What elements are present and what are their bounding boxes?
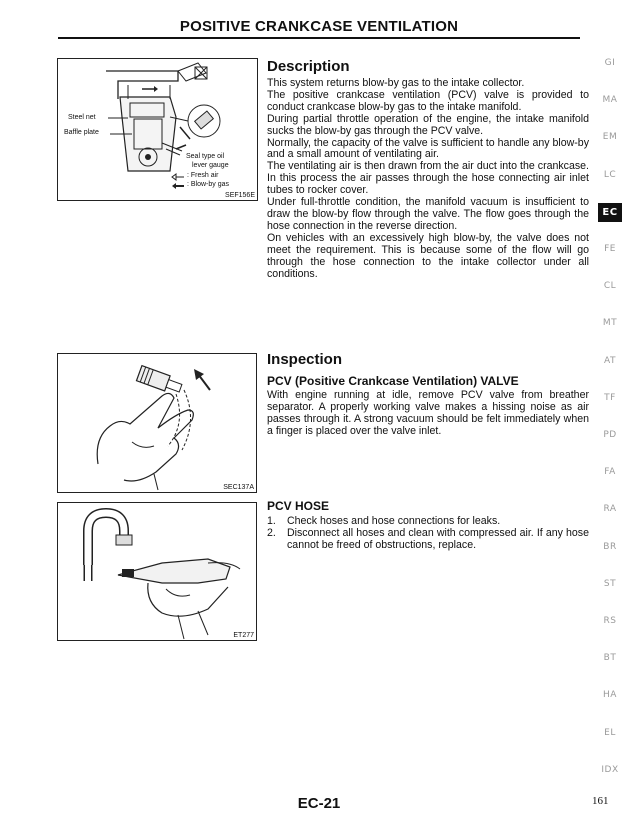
step-text: Disconnect all hoses and clean with comp… xyxy=(287,526,589,551)
inspection-heading: Inspection xyxy=(267,351,343,368)
label-baffle-plate: Baffle plate xyxy=(64,129,99,136)
description-paragraph: Under full-throttle condition, the manif… xyxy=(267,196,589,232)
pcv-valve-heading: PCV (Positive Crankcase Ventilation) VAL… xyxy=(267,374,519,388)
side-tab-pd[interactable]: PD xyxy=(603,430,617,440)
step-text: Check hoses and hose connections for lea… xyxy=(287,515,501,527)
description-paragraph: During partial throttle operation of the… xyxy=(267,112,589,137)
list-item: 1. Check hoses and hose connections for l… xyxy=(267,515,589,528)
figure-code: SEF156E xyxy=(225,192,255,199)
footer-section-code: EC-21 xyxy=(297,795,341,812)
valve-finger-illustration xyxy=(96,364,211,491)
engine-diagram-illustration xyxy=(106,62,221,189)
label-lever-gauge: lever gauge xyxy=(192,162,229,169)
figure-code: ET277 xyxy=(233,632,254,639)
step-number: 2. xyxy=(267,526,276,539)
side-tab-fa[interactable]: FA xyxy=(604,467,616,478)
description-paragraph: The positive crankcase ventilation (PCV)… xyxy=(267,88,589,113)
side-tab-cl[interactable]: CL xyxy=(603,281,617,292)
side-tab-ma[interactable]: MA xyxy=(602,95,618,106)
figure-pcv-system: Steel net Baffle plate Seal type oil lev… xyxy=(57,58,258,201)
label-steel-net: Steel net xyxy=(68,114,96,121)
figure-pcv-valve-test: SEC137A xyxy=(57,353,257,493)
figure-code: SEC137A xyxy=(223,484,254,491)
description-paragraph: Normally, the capacity of the valve is s… xyxy=(267,136,589,161)
pcv-valve-instructions: With engine running at idle, remove PCV … xyxy=(267,389,589,437)
step-number: 1. xyxy=(267,515,276,527)
side-tab-lc[interactable]: LC xyxy=(603,169,617,180)
side-tab-idx[interactable]: IDX xyxy=(601,764,619,775)
description-body: This system returns blow-by gas to the i… xyxy=(267,77,589,280)
side-tab-bt[interactable]: BT xyxy=(603,653,617,664)
label-fresh-air: : Fresh air xyxy=(187,172,219,179)
side-tab-gi[interactable]: GI xyxy=(604,58,616,68)
page-title: POSITIVE CRANKCASE VENTILATION xyxy=(179,18,459,35)
pcv-hose-steps: 1. Check hoses and hose connections for l… xyxy=(267,515,589,552)
side-tab-ec[interactable]: EC xyxy=(598,202,622,222)
page-number: 161 xyxy=(592,795,609,807)
side-tab-tf[interactable]: TF xyxy=(604,392,616,403)
side-tab-fe[interactable]: FE xyxy=(604,244,616,254)
side-tab-ha[interactable]: HA xyxy=(603,690,617,701)
side-tab-em[interactable]: EM xyxy=(602,132,618,143)
side-tab-mt[interactable]: MT xyxy=(602,318,618,329)
label-seal-type-oil: Seal type oil xyxy=(186,153,225,160)
side-tab-el[interactable]: EL xyxy=(604,727,616,738)
label-blow-by-gas: : Blow-by gas xyxy=(187,181,230,188)
hose-compressed-air-illustration xyxy=(83,507,241,640)
side-tab-at[interactable]: AT xyxy=(604,355,616,366)
side-tab-st[interactable]: ST xyxy=(603,578,617,589)
side-tab-ra[interactable]: RA xyxy=(603,504,617,515)
figure-pcv-hose: ET277 xyxy=(57,502,257,641)
title-divider xyxy=(58,37,580,39)
side-tab-br[interactable]: BR xyxy=(603,541,617,552)
description-paragraph: On vehicles with an excessively high blo… xyxy=(267,231,589,280)
description-paragraph: The ventilating air is then drawn from t… xyxy=(267,160,589,197)
pcv-hose-heading: PCV HOSE xyxy=(267,499,330,513)
description-paragraph: This system returns blow-by gas to the i… xyxy=(267,77,525,89)
list-item: 2. Disconnect all hoses and clean with co… xyxy=(267,526,589,552)
side-tab-rs[interactable]: RS xyxy=(603,616,617,626)
description-heading: Description xyxy=(267,58,350,75)
